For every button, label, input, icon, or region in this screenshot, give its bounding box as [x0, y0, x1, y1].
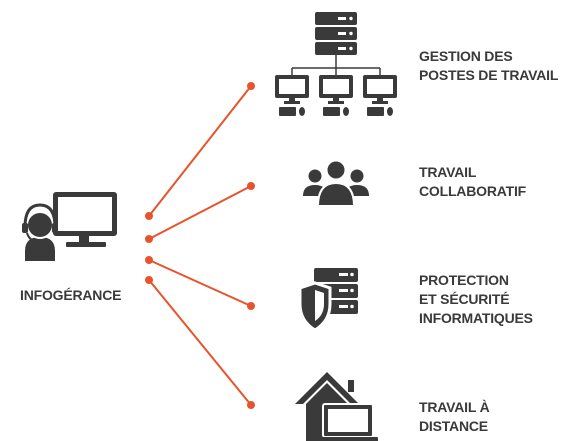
branch-label-1-line-2: POSTES DE TRAVAIL [419, 67, 559, 83]
branch-label-1-line-1: GESTION DES [419, 48, 513, 64]
branch-label-3-line-3: INFORMATIQUES [419, 310, 533, 326]
connectors [145, 82, 255, 409]
hub-dot-1 [145, 212, 153, 220]
hub-dot-4 [145, 276, 153, 284]
server-network-workstations-icon [275, 12, 397, 116]
branch-dot-4 [247, 401, 255, 409]
branch-label-4-line-2: DISTANCE [419, 418, 488, 434]
hub-dot-3 [145, 256, 153, 264]
branch-dot-3 [247, 302, 255, 310]
branch-label-4: TRAVAIL À DISTANCE [419, 398, 490, 436]
branch-label-3: PROTECTION ET SÉCURITÉ INFORMATIQUES [419, 271, 533, 328]
connector-line-2 [148, 185, 252, 240]
branch-dot-1 [247, 82, 255, 90]
server-shield-icon [298, 268, 358, 332]
group-of-people-icon [303, 159, 369, 207]
connector-line-3 [148, 259, 252, 307]
branch-label-2-line-2: COLLABORATIF [419, 183, 526, 199]
branch-label-1: GESTION DES POSTES DE TRAVAIL [419, 47, 558, 85]
hub-label-text: INFOGÉRANCE [20, 287, 122, 303]
home-laptop-icon [295, 372, 378, 441]
branch-label-2-line-1: TRAVAIL [419, 164, 477, 180]
branch-label-3-line-1: PROTECTION [419, 272, 509, 288]
branch-label-2: TRAVAIL COLLABORATIF [419, 163, 526, 201]
branch-dot-2 [247, 182, 255, 190]
branch-label-4-line-1: TRAVAIL À [419, 399, 490, 415]
hub-dot-2 [145, 235, 153, 243]
connector-line-1 [148, 85, 252, 217]
support-agent-monitor-icon [22, 192, 117, 263]
branch-label-3-line-2: ET SÉCURITÉ [419, 291, 510, 307]
connector-line-4 [148, 279, 252, 406]
hub-label: INFOGÉRANCE [20, 286, 121, 305]
